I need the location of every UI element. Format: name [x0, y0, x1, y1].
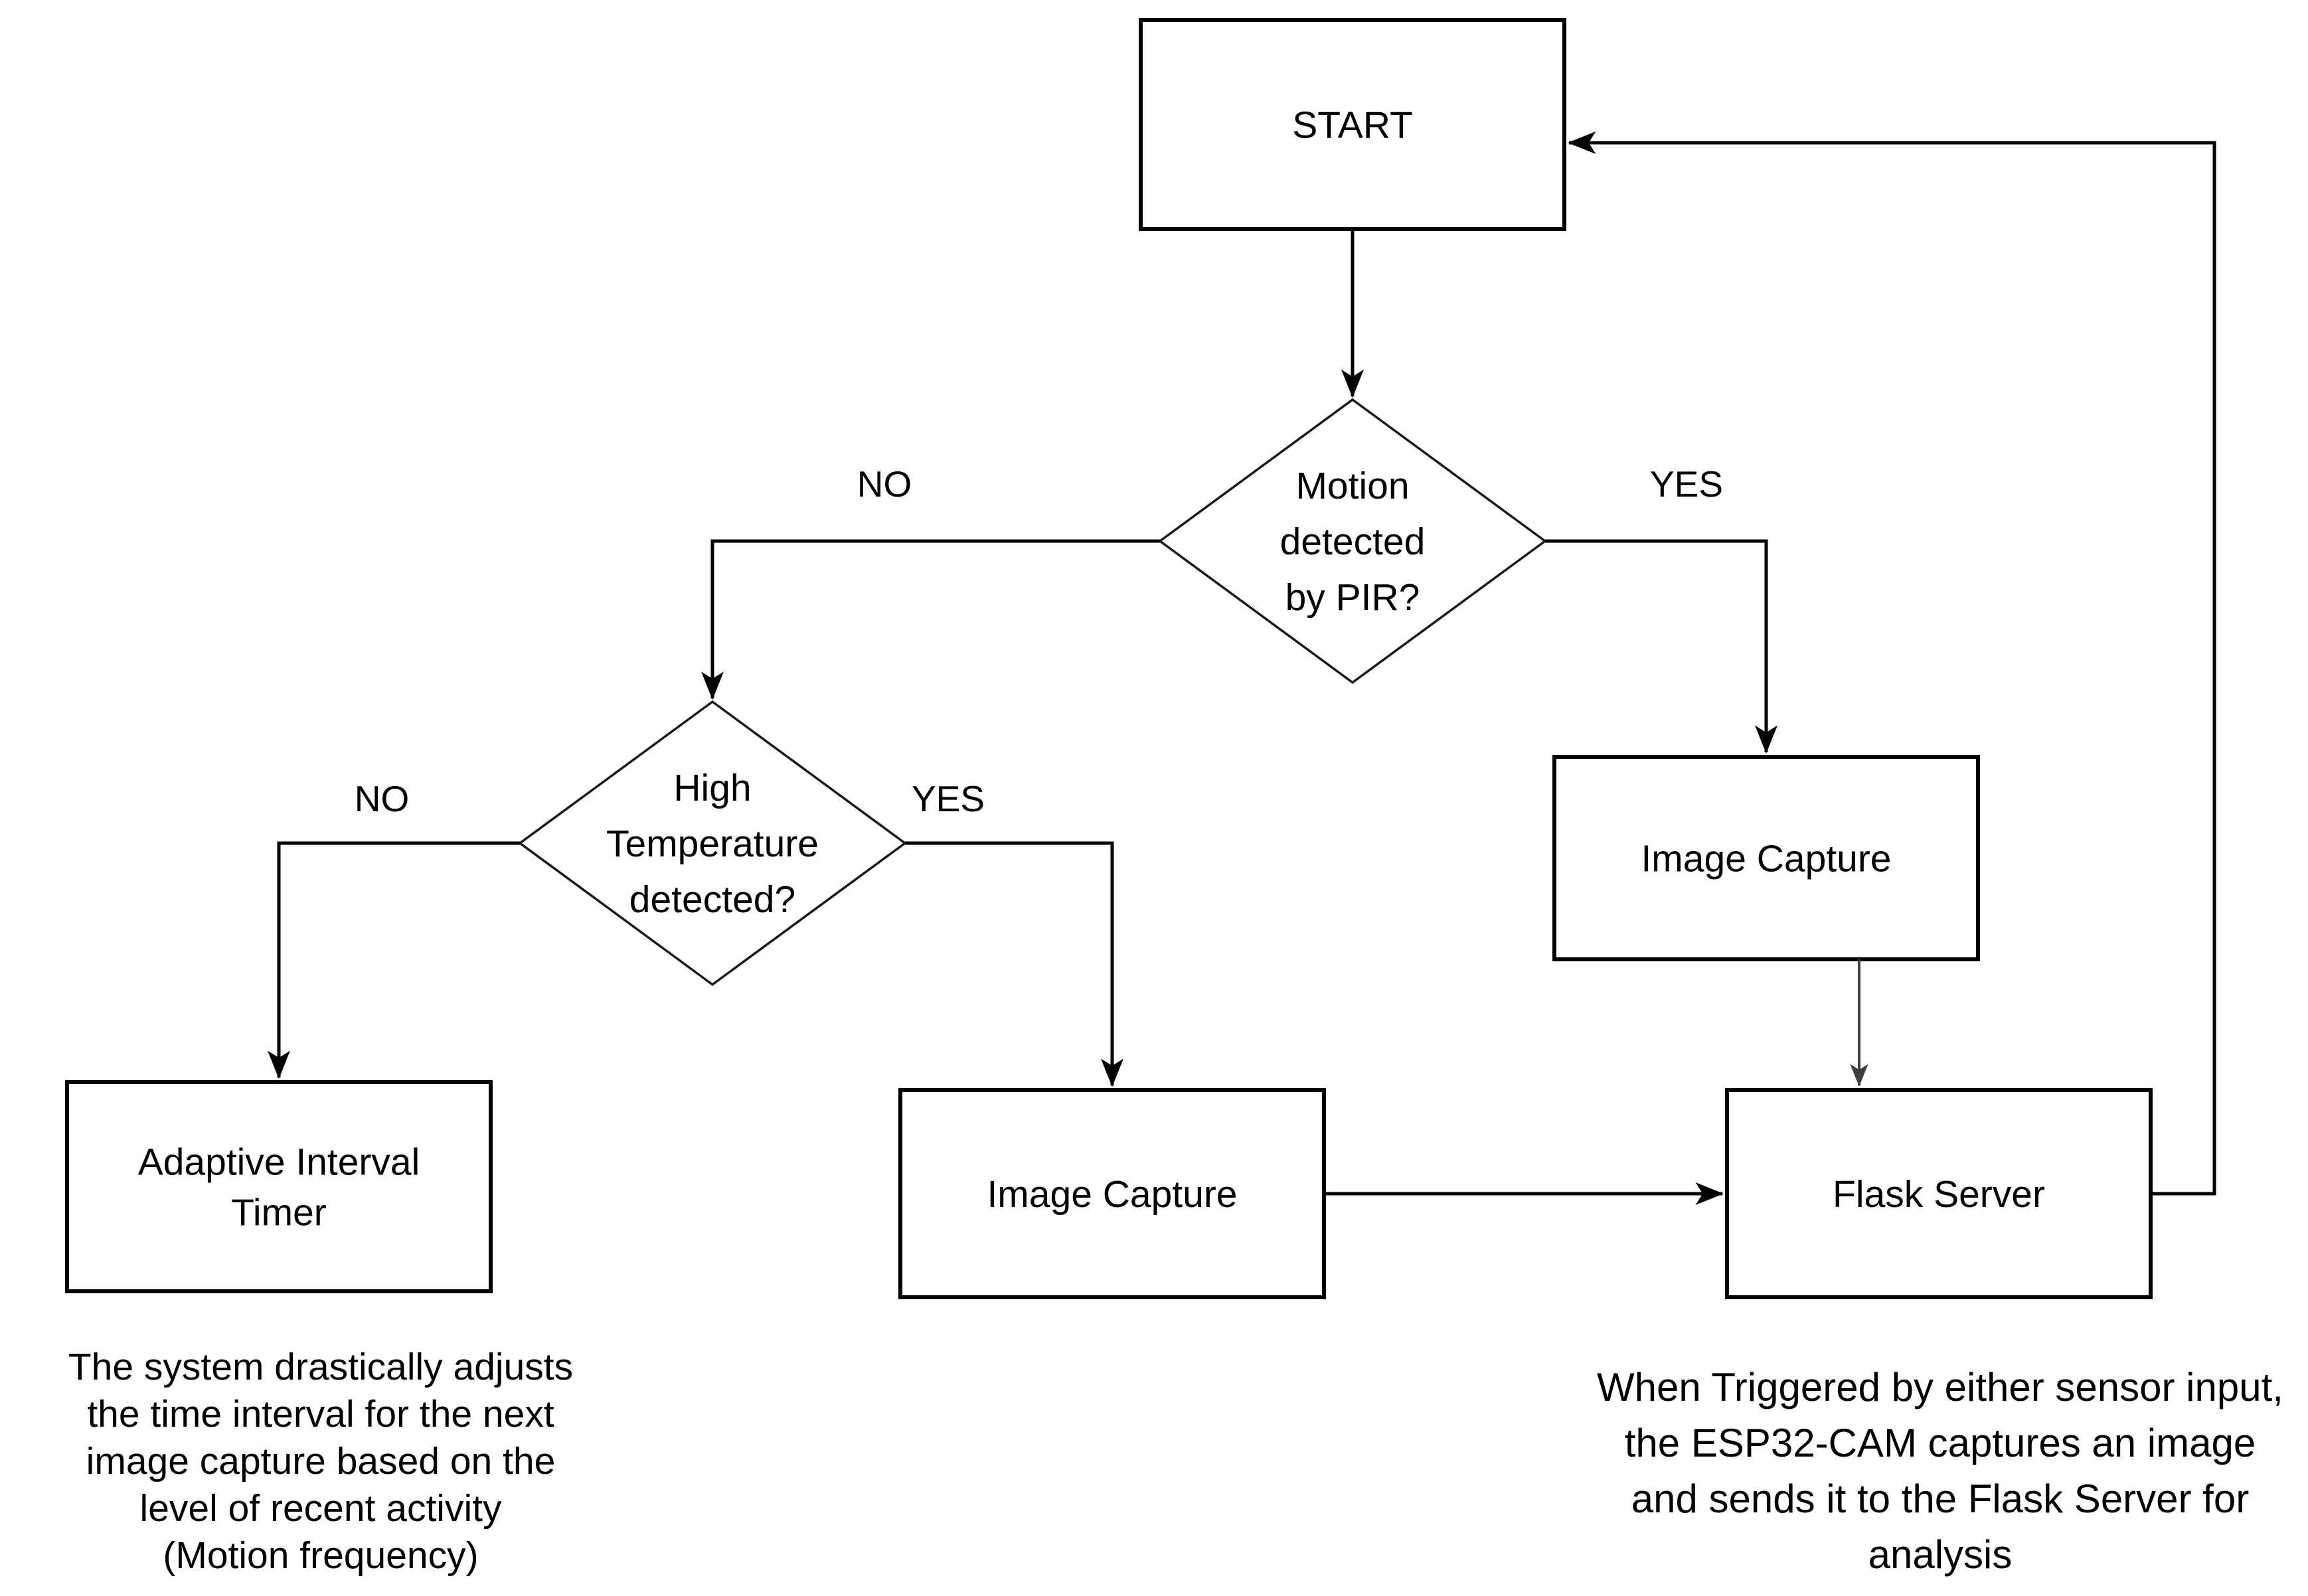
node-label-motion-line: Motion [1295, 465, 1409, 507]
annotation-flask-note-line: When Triggered by either sensor input, [1597, 1365, 2283, 1409]
node-label-capture-right-line: Image Capture [1641, 837, 1891, 880]
annotation-adaptive-note-line: level of recent activity [140, 1487, 502, 1530]
node-label-flask-line: Flask Server [1833, 1173, 2045, 1216]
node-label-adaptive-line: Timer [231, 1191, 327, 1234]
decision-node-motion [1158, 398, 1547, 684]
node-label-capture-right: Image Capture [1641, 837, 1891, 880]
node-label-hightemp-line: detected? [629, 878, 795, 921]
process-node-capture-mid [898, 1088, 1326, 1299]
edge-motion-no-to-hightemp [701, 539, 1160, 700]
edge-label-hightemp-yes-label: YES [912, 778, 985, 819]
node-label-hightemp-line: Temperature [606, 823, 819, 865]
node-label-start-line: START [1292, 104, 1413, 146]
annotation-adaptive-note: The system drastically adjusts the time i… [68, 1346, 573, 1577]
annotation-adaptive-note-line: The system drastically adjusts [68, 1346, 573, 1388]
edge-flask-loop-to-start [1567, 131, 2216, 1196]
edge-label-motion-no-label: NO [857, 463, 912, 505]
edge-motion-yes-to-capture-right [1545, 539, 1777, 754]
annotation-flask-note-line: analysis [1868, 1532, 2013, 1577]
node-label-motion-line: by PIR? [1285, 576, 1420, 619]
node-label-capture-mid-line: Image Capture [987, 1173, 1237, 1216]
process-node-flask [1725, 1088, 2153, 1299]
process-node-capture-right [1552, 755, 1980, 961]
edge-label-hightemp-no-label: NO [355, 778, 410, 819]
annotation-adaptive-note-line: the time interval for the next [87, 1393, 554, 1435]
annotation-adaptive-note-line: (Motion frequency) [163, 1534, 478, 1577]
node-label-capture-mid: Image Capture [987, 1173, 1237, 1216]
node-label-motion: Motion detected by PIR? [1280, 465, 1426, 619]
node-label-flask: Flask Server [1833, 1173, 2045, 1216]
annotation-flask-note-line: and sends it to the Flask Server for [1631, 1476, 2249, 1521]
annotation-adaptive-note-line: image capture based on the [86, 1440, 556, 1482]
decision-node-hightemp [518, 700, 907, 987]
node-label-adaptive-line: Adaptive Interval [138, 1141, 420, 1183]
node-label-start: START [1292, 104, 1413, 146]
node-label-motion-line: detected [1280, 520, 1426, 563]
edge-hightemp-no-to-adaptive [268, 841, 520, 1079]
process-node-start [1139, 18, 1566, 231]
node-label-hightemp-line: High [673, 767, 751, 809]
process-node-adaptive [65, 1080, 493, 1293]
edge-label-motion-yes-label: YES [1650, 463, 1723, 505]
edge-hightemp-yes-to-capture-mid [905, 841, 1123, 1087]
annotation-flask-note: When Triggered by either sensor input, th… [1597, 1365, 2283, 1577]
annotation-flask-note-line: the ESP32-CAM captures an image [1625, 1421, 2256, 1465]
